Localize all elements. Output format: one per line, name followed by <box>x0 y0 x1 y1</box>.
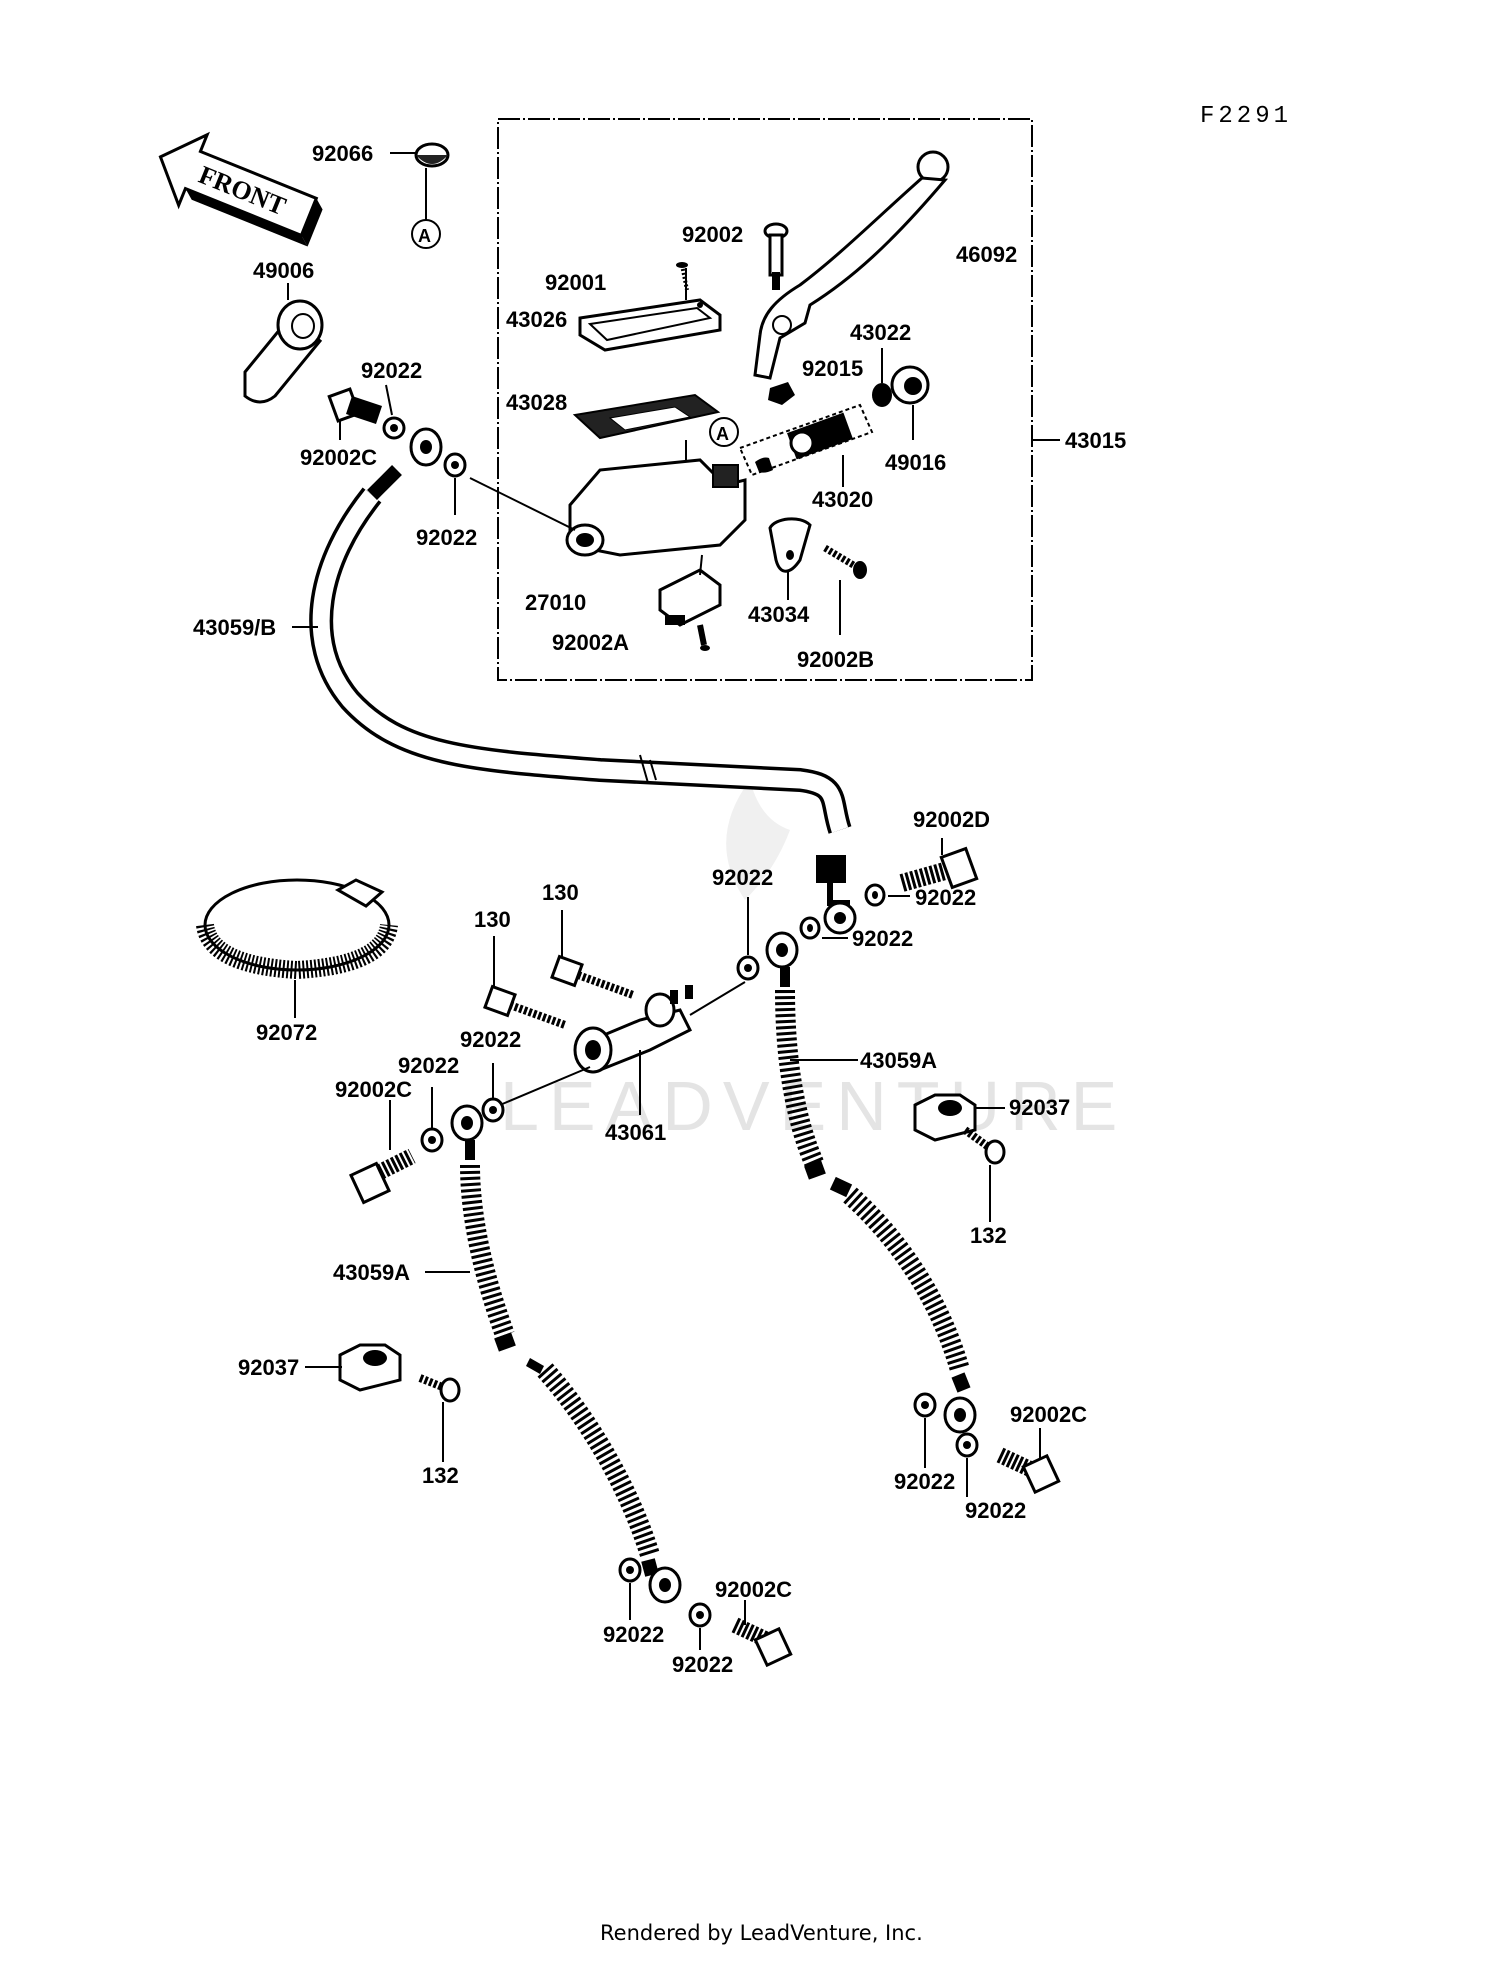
master-cylinder-body <box>469 458 747 557</box>
footer-credit: Rendered by LeadVenture, Inc. <box>600 1921 923 1945</box>
label-132-b: 132 <box>422 1463 459 1488</box>
part-92002b-bolt <box>823 544 867 635</box>
part-92001-screw <box>676 262 689 291</box>
part-43061-joint <box>499 981 746 1115</box>
part-92037-clamp-right <box>913 1093 1006 1222</box>
label-43059a-a: 43059A <box>860 1048 937 1073</box>
label-130-a: 130 <box>542 880 579 905</box>
hose-left-lower <box>526 1358 793 1668</box>
label-92022-i: 92022 <box>965 1498 1026 1523</box>
label-92002d: 92002D <box>913 807 990 832</box>
label-92002c-b: 92002C <box>335 1077 412 1102</box>
label-43034: 43034 <box>748 602 810 627</box>
label-43059b: 43059/B <box>193 615 276 640</box>
part-43022-49016 <box>872 348 930 440</box>
part-43020-piston-kit <box>738 403 874 487</box>
label-92015: 92015 <box>802 356 863 381</box>
part-92002d-bolt <box>799 838 979 940</box>
ref-marker-label: A <box>418 226 431 246</box>
label-92022-f: 92022 <box>460 1027 521 1052</box>
label-27010: 27010 <box>525 590 586 615</box>
label-43061: 43061 <box>605 1120 666 1145</box>
label-92002a: 92002A <box>552 630 629 655</box>
part-labels: 92066 49006 92022 92002C 92022 43059/B 9… <box>193 141 1126 1677</box>
label-43022: 43022 <box>850 320 911 345</box>
label-43028: 43028 <box>506 390 567 415</box>
label-49006: 49006 <box>253 258 314 283</box>
part-43034-clamp <box>768 517 812 600</box>
part-27010-switch <box>658 554 722 651</box>
front-arrow-icon: FRONT <box>158 131 323 247</box>
label-92002b: 92002B <box>797 647 874 672</box>
label-92022-h: 92022 <box>894 1469 955 1494</box>
label-49016: 49016 <box>885 450 946 475</box>
label-43020: 43020 <box>812 487 873 512</box>
label-43059a-b: 43059A <box>333 1260 410 1285</box>
part-49006-boot <box>243 283 324 404</box>
label-92002c-c: 92002C <box>1010 1402 1087 1427</box>
ref-marker-a-body <box>709 417 739 447</box>
label-43015: 43015 <box>1065 428 1126 453</box>
washers-43061 <box>420 897 760 1153</box>
label-92002c-a: 92002C <box>300 445 377 470</box>
hose-right-lower <box>829 1176 1061 1497</box>
watermark: LEADVENTURE <box>500 780 1117 1145</box>
label-43026: 43026 <box>506 307 567 332</box>
label-92001: 92001 <box>545 270 606 295</box>
label-92022-e: 92022 <box>712 865 773 890</box>
label-130-b: 130 <box>474 907 511 932</box>
label-92066: 92066 <box>312 141 373 166</box>
part-92072-band-clamp <box>196 878 398 1018</box>
label-92002c-d: 92002C <box>715 1577 792 1602</box>
part-43026-reservoir-cap <box>578 268 722 352</box>
part-92002c-upper-bolt <box>327 384 406 440</box>
part-92015-nut <box>768 382 795 405</box>
part-92066-cap: A <box>390 142 450 249</box>
label-46092: 46092 <box>956 242 1017 267</box>
part-92002c-left-bolt <box>348 1100 416 1205</box>
part-43028-diaphragm <box>572 393 721 460</box>
label-92022-j: 92022 <box>603 1622 664 1647</box>
part-130-bolts <box>483 910 635 1029</box>
label-92022-a: 92022 <box>361 358 422 383</box>
label-92002: 92002 <box>682 222 743 247</box>
label-92022-g: 92022 <box>398 1053 459 1078</box>
label-92022-b: 92022 <box>416 525 477 550</box>
label-132-a: 132 <box>970 1223 1007 1248</box>
label-92022-c: 92022 <box>915 885 976 910</box>
hose-43059b <box>292 427 857 935</box>
part-92002-pivot-bolt <box>763 222 789 290</box>
label-92037-b: 92037 <box>238 1355 299 1380</box>
label-92022-d: 92022 <box>852 926 913 951</box>
figure-code: F2291 <box>1200 103 1292 130</box>
label-92037-a: 92037 <box>1009 1095 1070 1120</box>
ref-marker-label-body: A <box>716 424 729 444</box>
label-92022-k: 92022 <box>672 1652 733 1677</box>
ref-marker-a <box>411 219 441 249</box>
label-92072: 92072 <box>256 1020 317 1045</box>
hose-43059a-right <box>765 931 858 1180</box>
part-92037-clamp-left <box>305 1343 461 1462</box>
part-46092-brake-lever <box>753 150 950 380</box>
assembly-box <box>497 118 1033 681</box>
hose-43059a-left <box>425 1104 516 1352</box>
